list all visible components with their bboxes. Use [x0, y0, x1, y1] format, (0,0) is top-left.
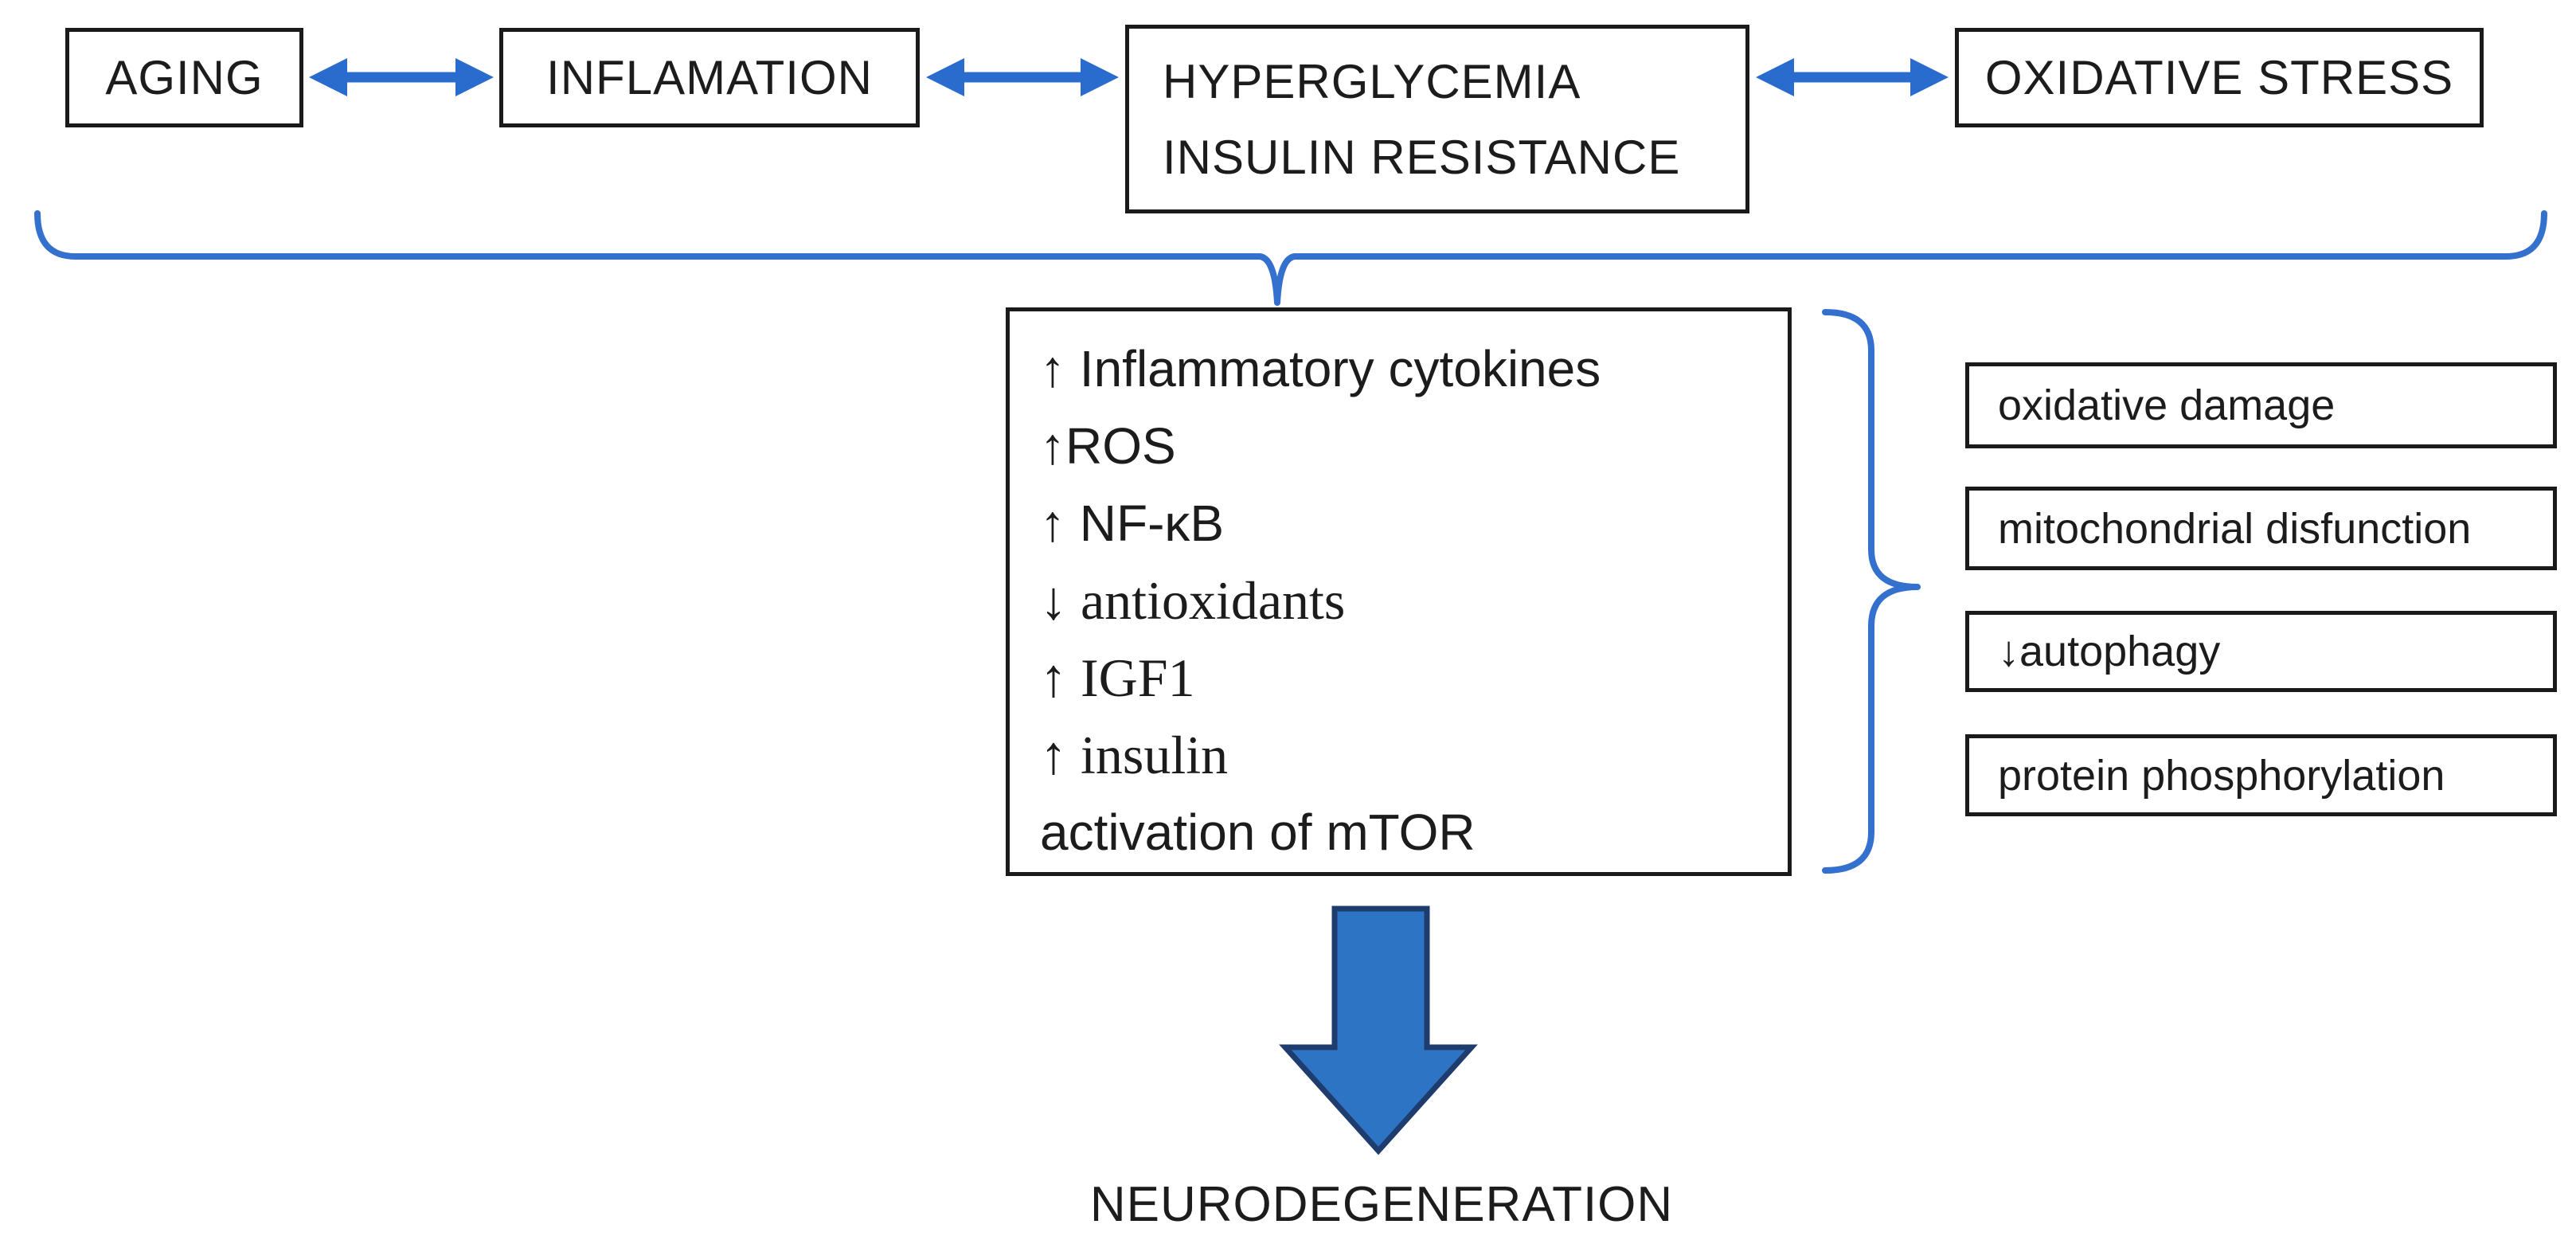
hyperglycemia-line: HYPERGLYCEMIA: [1163, 54, 1581, 108]
top-brace: [34, 210, 2547, 306]
central-item-mtor-activation: activation of mTOR: [1040, 804, 1476, 861]
box-oxidative-stress-label: OXIDATIVE STRESS: [1984, 51, 2454, 104]
double-arrow-icon: [926, 58, 1119, 96]
box-central-mechanisms: ↑ Inflammatory cytokines ↑ROS ↑ NF-κB ↓ …: [1006, 307, 1792, 876]
central-item-igf1: ↑ IGF1: [1040, 647, 1195, 708]
oxidative-damage-label: oxidative damage: [1998, 381, 2336, 429]
central-item-nf-kb: ↑ NF-κB: [1040, 495, 1225, 552]
mitochondrial-disfunction-label: mitochondrial disfunction: [1998, 504, 2472, 553]
protein-phosphorylation-label: protein phosphorylation: [1998, 751, 2445, 800]
box-inflamation: INFLAMATION: [499, 28, 920, 127]
down-arrow-icon: [1279, 905, 1478, 1156]
central-item-inflammatory-cytokines: ↑ Inflammatory cytokines: [1040, 340, 1601, 397]
central-item-insulin: ↑ insulin: [1040, 725, 1229, 785]
double-arrow-icon: [1756, 58, 1949, 96]
box-protein-phosphorylation: protein phosphorylation: [1965, 734, 2557, 816]
central-item-antioxidants: ↓ antioxidants: [1040, 570, 1346, 631]
box-hyperglycemia-insulin-resistance: HYPERGLYCEMIA INSULIN RESISTANCE: [1125, 25, 1749, 213]
insulin-resistance-line: INSULIN RESISTANCE: [1163, 130, 1681, 184]
box-inflamation-label: INFLAMATION: [546, 51, 873, 104]
central-item-ros: ↑ROS: [1040, 417, 1176, 475]
box-aging: AGING: [65, 28, 303, 127]
neurodegeneration-label: NEURODEGENERATION: [1089, 1176, 1674, 1232]
autophagy-label: ↓autophagy: [1998, 628, 2221, 675]
box-autophagy: ↓autophagy: [1965, 611, 2557, 692]
box-aging-label: AGING: [105, 51, 264, 104]
right-brace: [1822, 309, 1921, 874]
box-oxidative-damage: oxidative damage: [1965, 362, 2557, 448]
box-mitochondrial-disfunction: mitochondrial disfunction: [1965, 487, 2557, 570]
double-arrow-icon: [309, 58, 494, 96]
box-oxidative-stress: OXIDATIVE STRESS: [1955, 28, 2484, 127]
